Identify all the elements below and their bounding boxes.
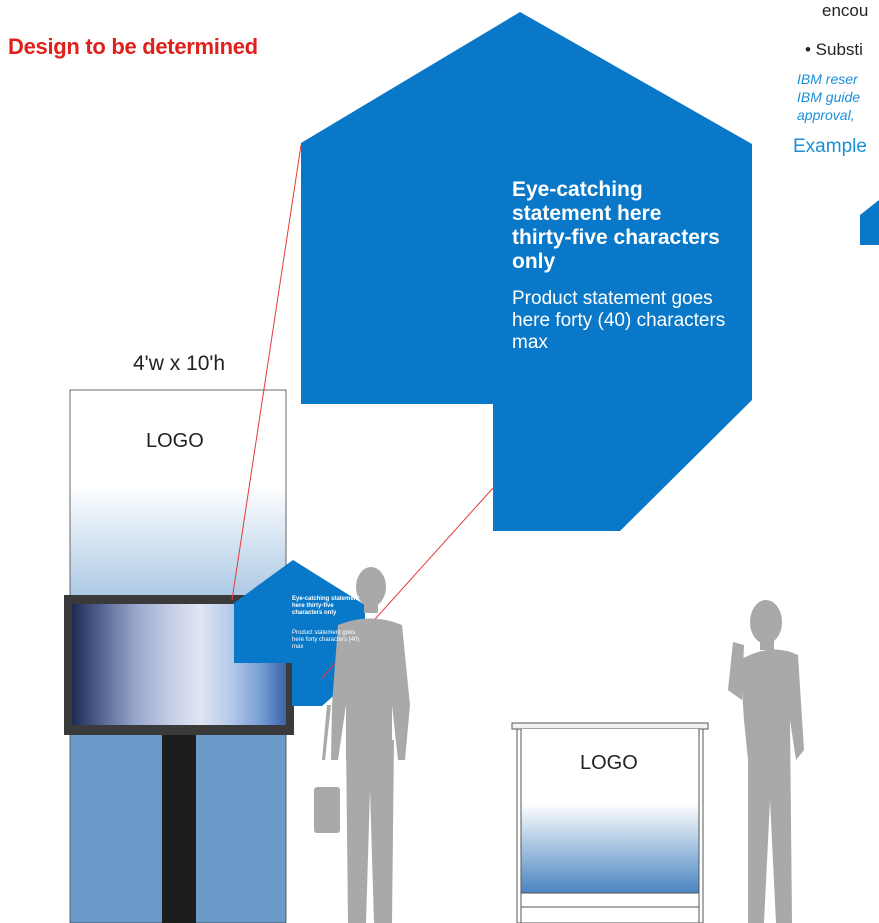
counter-logo-placeholder: LOGO [580,752,638,774]
tower-dimension-label: 4'w x 10'h [133,352,226,375]
small-banner-shape [234,560,365,706]
small-banner-product: Product statement goes here forty charac… [292,630,360,650]
tower-logo-placeholder: LOGO [146,430,204,452]
callout-line-top [231,144,302,601]
examples-heading: Example [793,136,867,157]
person-silhouette-left [314,567,410,923]
note-line: IBM reser [797,71,858,87]
tower-post [162,730,196,923]
small-banner-headline: Eye-catching statement here thirty-five … [292,596,360,616]
truncated-text-line: encou [822,1,869,20]
counter [511,722,709,923]
truncated-bullet: • Substi [805,40,863,59]
large-banner-shape [301,12,752,531]
example-shape-fragment [860,200,879,245]
tower-header-panel [69,389,287,601]
note-line: IBM guide [797,89,861,105]
large-banner-product: Product statement goes here forty (40) c… [512,288,726,353]
page-title: Design to be determined [8,34,258,59]
person-silhouette-right [728,600,804,923]
large-banner-headline: Eye-catching statement here thirty-five … [512,178,720,273]
note-line: approval, [797,107,855,123]
